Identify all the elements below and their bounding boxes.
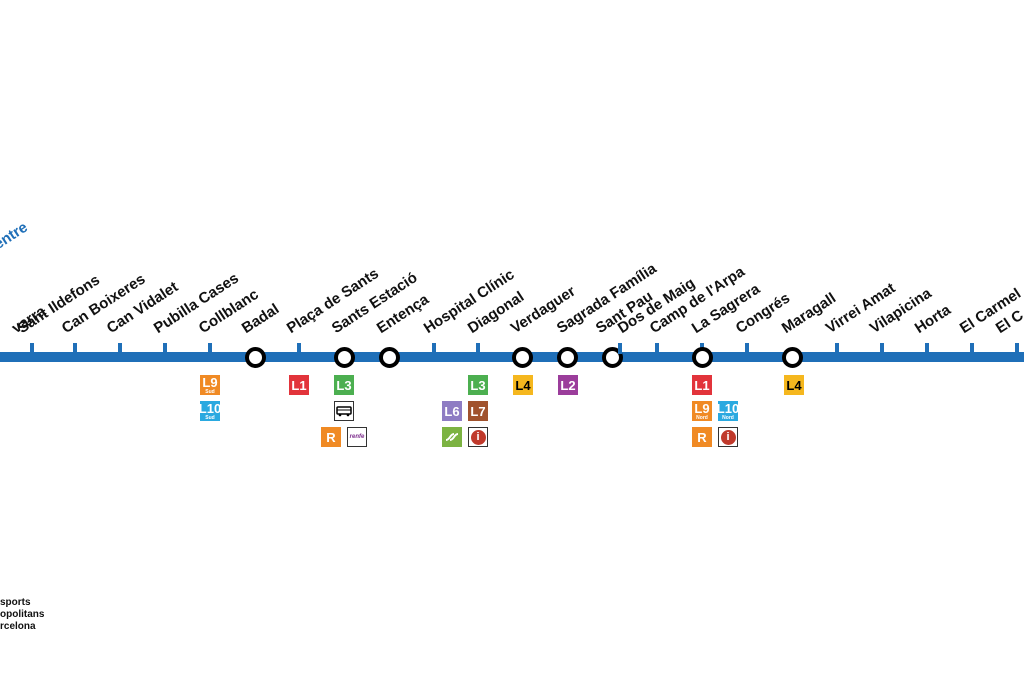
interchange-node-verdaguer <box>557 347 578 368</box>
interchange-node-diagonal <box>512 347 533 368</box>
station-tick-entenca <box>432 343 436 354</box>
line-badge-l1-la-sagrera: L1 <box>692 375 712 395</box>
station-tick-varra <box>30 343 34 354</box>
line-badge-l4-verdaguer: L4 <box>513 375 533 395</box>
station-tick-el-carmel <box>970 343 974 354</box>
station-tick-hospital-clinic <box>476 343 480 354</box>
line-badge-r-sants-estacio: R <box>321 427 341 447</box>
info-icon: i <box>468 427 488 447</box>
interchange-node-sagrada-familia <box>602 347 623 368</box>
interchange-node-maragall <box>782 347 803 368</box>
operator-logo-text: sports opolitans rcelona <box>0 597 44 633</box>
station-tick-virrei-amat <box>835 343 839 354</box>
station-tick-sant-pau <box>618 343 622 354</box>
line-badge-l1-placa-de-sants: L1 <box>289 375 309 395</box>
interchange-node-collblanc <box>245 347 266 368</box>
line-badge-l3-sants-estacio: L3 <box>334 375 354 395</box>
line-badge-l2-sagrada-familia: L2 <box>558 375 578 395</box>
line-badge-l7-diagonal: L7 <box>468 401 488 421</box>
station-tick-badal <box>297 343 301 354</box>
station-tick-horta <box>925 343 929 354</box>
line-badge-l3-diagonal: L3 <box>468 375 488 395</box>
interchange-node-sants-estacio <box>379 347 400 368</box>
station-tick-sant-ildefons <box>73 343 77 354</box>
station-tick-can-boixeres <box>118 343 122 354</box>
interchange-node-la-sagrera <box>692 347 713 368</box>
logo-line-3: rcelona <box>0 621 36 632</box>
fgc-icon <box>442 427 462 447</box>
station-tick-congres <box>745 343 749 354</box>
logo-line-1: sports <box>0 597 31 608</box>
partial-line-label: entre <box>0 218 31 253</box>
info-icon: i <box>718 427 738 447</box>
interchange-node-placa-de-sants <box>334 347 355 368</box>
station-tick-pubilla-cases <box>208 343 212 354</box>
line-badge-r-la-sagrera: R <box>692 427 712 447</box>
line-badge-l6-diagonal: L6 <box>442 401 462 421</box>
station-tick-can-vidalet <box>163 343 167 354</box>
station-tick-vilapicina <box>880 343 884 354</box>
station-tick-el-c <box>1015 343 1019 354</box>
station-tick-dos-de-maig <box>655 343 659 354</box>
bus-icon <box>334 401 354 421</box>
logo-line-2: opolitans <box>0 609 45 620</box>
line-badge-l4-maragall: L4 <box>784 375 804 395</box>
renfe-logo: renfe <box>347 427 367 447</box>
